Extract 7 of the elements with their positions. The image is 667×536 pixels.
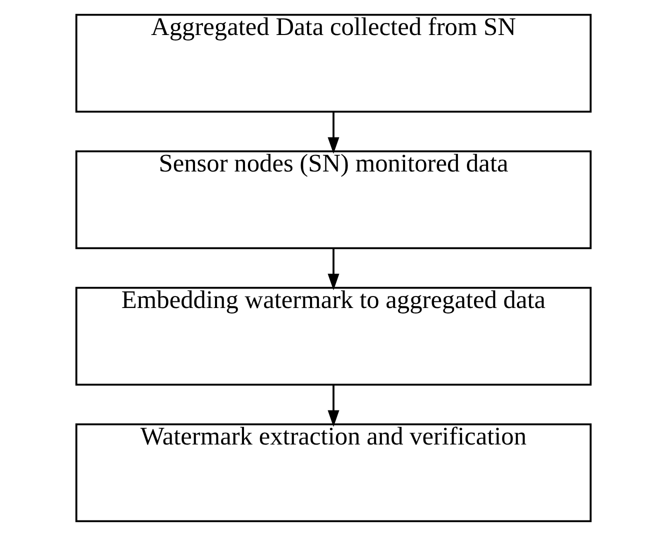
node-box: Aggregated Data collected from SN: [75, 14, 592, 113]
node-box: Embedding watermark to aggregated data: [75, 286, 592, 386]
node-box: Sensor nodes (SN) monitored data: [75, 150, 592, 250]
node-box: Watermark extraction and verification: [75, 423, 592, 522]
arrow: [328, 248, 340, 290]
arrow: [328, 385, 340, 427]
arrow: [328, 112, 340, 154]
